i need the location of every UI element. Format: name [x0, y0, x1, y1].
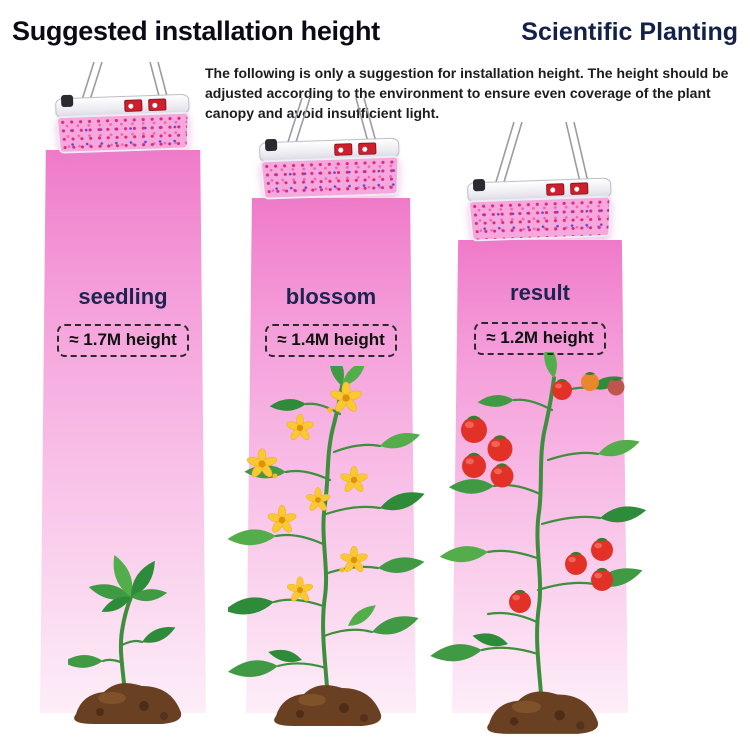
- power-knob-icon: [60, 94, 74, 108]
- power-knob-icon: [264, 138, 278, 152]
- grow-light: [466, 177, 613, 245]
- power-switch-icon: [148, 98, 167, 112]
- grow-light: [258, 137, 401, 203]
- blossom-plant-icon: [228, 366, 427, 704]
- led-panel-icon: [55, 111, 190, 154]
- power-switch-icon: [546, 183, 565, 196]
- power-knob-icon: [472, 178, 486, 192]
- soil-mound-icon: [274, 685, 382, 726]
- power-switch-icon: [358, 142, 377, 155]
- height-label: ≈ 1.4M height: [265, 324, 397, 357]
- led-panel-icon: [259, 155, 400, 200]
- height-suggestion: ≈ 1.4M height: [246, 324, 416, 357]
- power-switch-icon: [570, 182, 589, 195]
- hanging-wires-icon: [81, 62, 169, 100]
- grow-light: [55, 93, 191, 157]
- soil-mound-icon: [74, 683, 182, 724]
- height-label: ≈ 1.7M height: [57, 324, 189, 357]
- power-switch-icon: [124, 99, 143, 112]
- page-title: Suggested installation height: [12, 16, 380, 46]
- height-suggestion: ≈ 1.2M height: [452, 322, 628, 355]
- page-subtitle: Scientific Planting: [521, 18, 738, 46]
- description-text: The following is only a suggestion for i…: [205, 65, 729, 121]
- height-label: ≈ 1.2M height: [474, 322, 606, 355]
- stage-label: result: [510, 280, 570, 305]
- hanging-wires-icon: [495, 122, 589, 182]
- power-switch-icon: [334, 143, 353, 156]
- height-suggestion: ≈ 1.7M height: [40, 324, 206, 357]
- hanging-wires-icon: [287, 98, 377, 142]
- stage-label: seedling: [78, 284, 168, 309]
- seedling-plant-icon: [68, 552, 178, 695]
- stage-label: blossom: [285, 284, 377, 309]
- soil-mound-icon: [487, 691, 599, 734]
- led-panel-icon: [467, 195, 612, 242]
- result-plant-icon: [429, 352, 647, 710]
